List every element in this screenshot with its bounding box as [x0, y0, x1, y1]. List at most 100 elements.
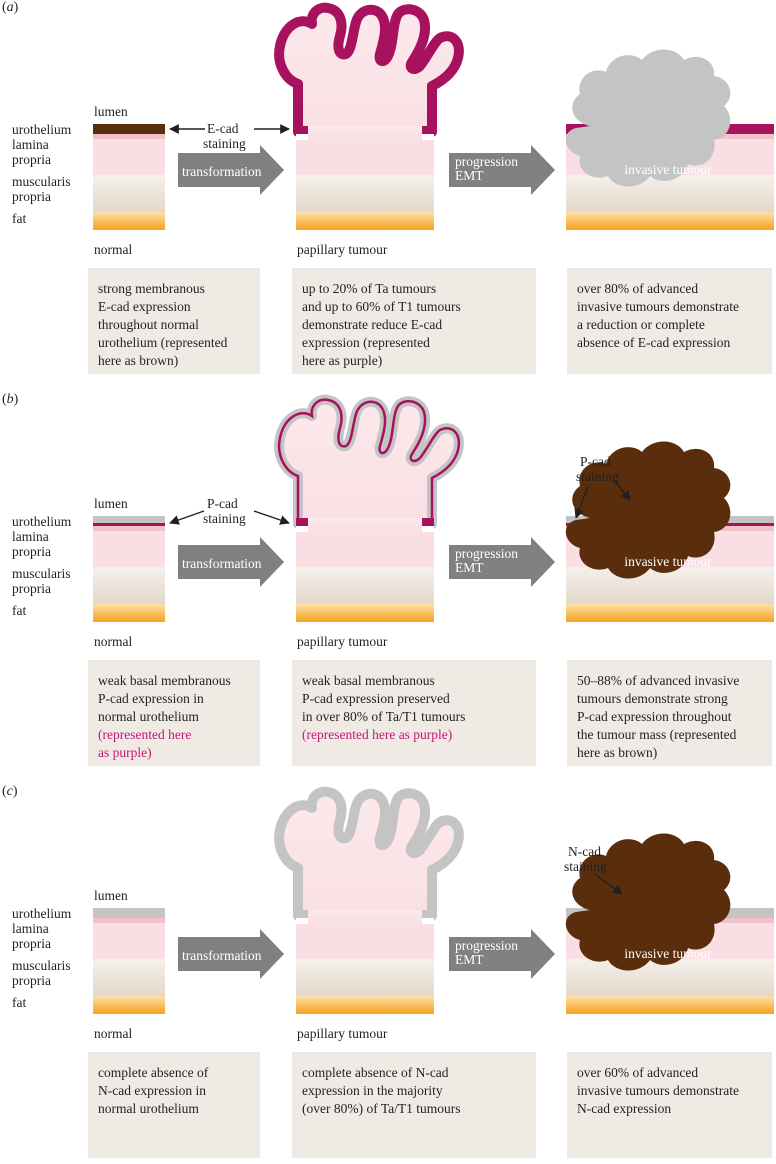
papillary-muscularis-layer — [296, 959, 434, 996]
box-line: (over 80%) of Ta/T1 tumours — [302, 1101, 461, 1116]
box-line: P-cad expression preserved — [302, 691, 450, 706]
papillary-tumour-outline — [274, 786, 464, 921]
fat-layer — [93, 996, 165, 1014]
box-line: invasive tumours demonstrate — [577, 299, 739, 314]
lamina-propria-layer — [93, 139, 165, 175]
box-line: normal urothelium — [98, 1101, 199, 1116]
urothelium-label: urothelium — [12, 906, 72, 921]
box-line: strong membranous — [98, 281, 205, 296]
box-line: here as brown) — [98, 353, 179, 368]
box-line: N-cad expression in — [98, 1083, 206, 1098]
progression-label: progression — [455, 546, 518, 561]
papillary-basal-line — [277, 398, 461, 526]
invasive-tumour-label: invasive tumour — [624, 946, 712, 961]
box-line: over 60% of advanced — [577, 1065, 699, 1080]
invasive-stain-pointer-right — [613, 479, 631, 501]
lamina-label: lamina — [12, 921, 49, 936]
box-line: invasive tumours demonstrate — [577, 1083, 739, 1098]
invasive-tumour-mass — [565, 833, 731, 971]
propria-label-2: propria — [12, 189, 51, 204]
normal-label: normal — [94, 634, 133, 649]
box-line: absence of E-cad expression — [577, 335, 731, 350]
box-line-highlight: as purple) — [98, 745, 152, 760]
box-line: weak basal membranous — [98, 673, 231, 688]
propria-label: propria — [12, 936, 51, 951]
fat-label: fat — [12, 211, 27, 226]
fat-label: fat — [12, 995, 27, 1010]
lamina-label: lamina — [12, 529, 49, 544]
lamina-propria-layer — [93, 923, 165, 959]
muscularis-layer — [93, 175, 165, 212]
invasive-stain-pointer-left — [574, 485, 589, 519]
box-line: here as purple) — [302, 353, 383, 368]
box-line: 50–88% of advanced invasive — [577, 673, 740, 688]
box-line: expression in the majority — [302, 1083, 443, 1098]
progression-arrow — [449, 929, 555, 979]
stain-label-line1: P-cad — [207, 496, 238, 511]
papillary-right-shoulder — [420, 910, 434, 918]
description-box-papillary: up to 20% of Ta tumours and up to 60% of … — [292, 268, 536, 374]
papillary-left-shoulder — [296, 910, 310, 918]
panel-label: (b) — [2, 392, 19, 407]
stain-pointer-right — [253, 510, 290, 525]
invasive-tumour-label: invasive tumour — [624, 554, 712, 569]
papillary-fat-layer — [296, 212, 434, 230]
urothelium-label: urothelium — [12, 514, 72, 529]
stain-label-invasive-line1: N-cad — [568, 844, 601, 859]
papillary-lamina-layer — [296, 139, 434, 175]
muscularis-label: muscularis — [12, 958, 71, 973]
papillary-left-shoulder — [296, 126, 310, 134]
propria-label-2: propria — [12, 581, 51, 596]
transformation-arrow — [178, 929, 284, 979]
papillary-fat-layer — [296, 996, 434, 1014]
progression-arrow — [449, 537, 555, 587]
fat-layer — [566, 212, 774, 230]
papillary-label: papillary tumour — [297, 634, 388, 649]
muscularis-layer — [566, 567, 774, 604]
box-line: weak basal membranous — [302, 673, 435, 688]
box-line: demonstrate reduce E-cad — [302, 317, 443, 332]
box-line: the tumour mass (represented — [577, 727, 737, 742]
lamina-label: lamina — [12, 137, 49, 152]
papillary-muscularis-layer — [296, 567, 434, 604]
box-line: a reduction or complete — [577, 317, 705, 332]
box-line: up to 20% of Ta tumours — [302, 281, 437, 296]
progression-label: progression — [455, 154, 518, 169]
papillary-label: papillary tumour — [297, 242, 388, 257]
box-line-highlight: (represented here — [98, 727, 192, 742]
urothelium-layer — [93, 524, 165, 531]
stain-label-invasive-line2: staining — [564, 859, 607, 874]
muscularis-layer — [93, 959, 165, 996]
description-box-invasive: over 60% of advanced invasive tumours dem… — [567, 1052, 772, 1158]
box-line: complete absence of N-cad — [302, 1065, 449, 1080]
box-line: and up to 60% of T1 tumours — [302, 299, 461, 314]
box-line: over 80% of advanced — [577, 281, 699, 296]
normal-surface-layer — [93, 516, 165, 526]
lumen-label: lumen — [94, 104, 128, 119]
box-text: complete absence of N-cad expression in t… — [302, 1064, 461, 1118]
papillary-right-shoulder — [420, 126, 434, 134]
invasive-stain-pointer — [595, 874, 623, 895]
muscularis-layer — [566, 175, 774, 212]
urothelium-label: urothelium — [12, 122, 72, 137]
stain-label-line2: staining — [203, 136, 246, 151]
box-line-highlight: (represented here as purple) — [302, 727, 453, 742]
panel-label: (a) — [2, 0, 19, 15]
box-text: over 60% of advanced invasive tumours dem… — [577, 1064, 739, 1118]
box-line: throughout normal — [98, 317, 199, 332]
box-line: N-cad expression — [577, 1101, 672, 1116]
panel-label: (c) — [2, 784, 18, 799]
lamina-propria-layer — [93, 531, 165, 567]
fat-layer — [566, 996, 774, 1014]
normal-surface-layer — [93, 124, 165, 134]
urothelium-layer — [93, 132, 165, 139]
